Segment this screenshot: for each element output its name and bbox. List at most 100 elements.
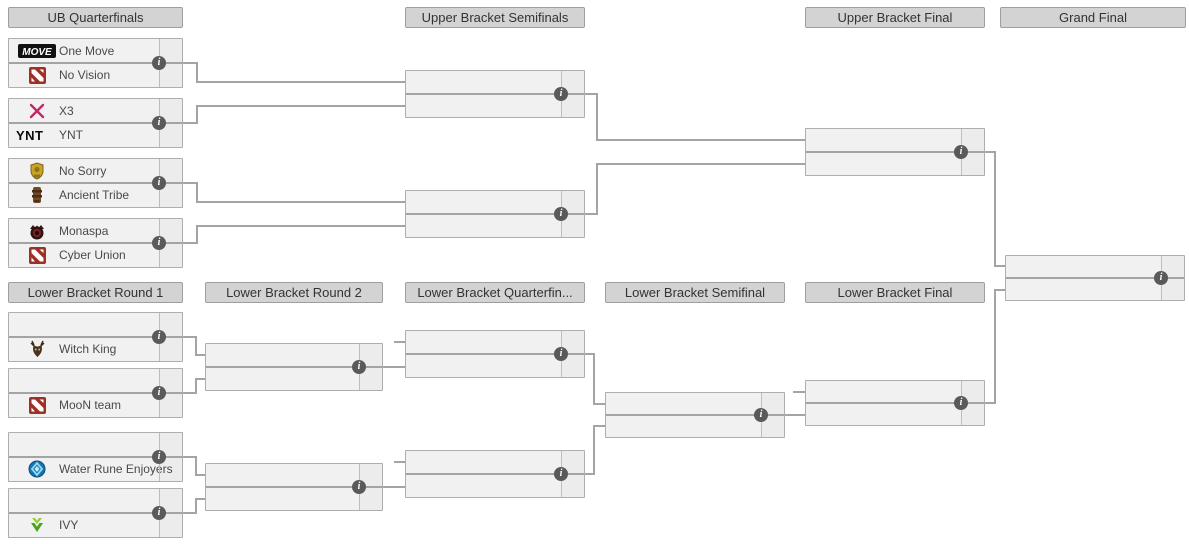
team-slot[interactable] bbox=[406, 191, 562, 214]
team-slot[interactable] bbox=[9, 489, 160, 513]
team-slot[interactable] bbox=[806, 403, 962, 425]
match-row-divider bbox=[406, 353, 584, 355]
team-slot[interactable] bbox=[406, 94, 562, 117]
info-icon[interactable]: i bbox=[754, 408, 768, 422]
info-icon[interactable]: i bbox=[152, 176, 166, 190]
match-lbr2a[interactable]: i bbox=[205, 343, 383, 391]
team-slot[interactable]: Water Rune Enjoyers bbox=[9, 457, 173, 481]
deer-logo-icon bbox=[15, 340, 59, 358]
info-icon[interactable]: i bbox=[152, 236, 166, 250]
team-slot[interactable]: No Vision bbox=[9, 63, 160, 87]
team-slot[interactable] bbox=[206, 367, 360, 390]
team-slot[interactable] bbox=[406, 474, 562, 497]
match-lbf[interactable]: i bbox=[805, 380, 985, 426]
info-icon[interactable]: i bbox=[352, 480, 366, 494]
team-slot[interactable] bbox=[9, 369, 160, 393]
info-icon[interactable]: i bbox=[152, 450, 166, 464]
round-header-ub-quarterfinals: UB Quarterfinals bbox=[8, 7, 183, 28]
crest-logo-icon bbox=[15, 162, 59, 180]
team-name: Monaspa bbox=[59, 224, 109, 238]
team-slot[interactable] bbox=[806, 381, 962, 403]
team-slot[interactable] bbox=[406, 331, 562, 354]
info-icon[interactable]: i bbox=[152, 116, 166, 130]
info-icon[interactable]: i bbox=[152, 330, 166, 344]
match-row-divider bbox=[1006, 277, 1184, 279]
info-icon[interactable]: i bbox=[954, 396, 968, 410]
info-icon[interactable]: i bbox=[352, 360, 366, 374]
team-slot[interactable]: Monaspa bbox=[9, 219, 160, 243]
info-icon[interactable]: i bbox=[554, 467, 568, 481]
match-lbr1a[interactable]: Witch King i bbox=[8, 312, 183, 362]
connector-line bbox=[183, 336, 205, 356]
team-slot[interactable] bbox=[406, 451, 562, 474]
match-lbr2b[interactable]: i bbox=[205, 463, 383, 511]
team-slot[interactable] bbox=[1006, 278, 1162, 300]
match-row-divider bbox=[9, 242, 182, 244]
match-row-divider bbox=[406, 213, 584, 215]
team-slot[interactable] bbox=[406, 71, 562, 94]
info-icon[interactable]: i bbox=[554, 87, 568, 101]
team-slot[interactable] bbox=[406, 354, 562, 377]
team-name: Water Rune Enjoyers bbox=[59, 462, 173, 476]
ynt-logo-icon: YNT bbox=[15, 128, 59, 143]
team-slot[interactable] bbox=[206, 487, 360, 510]
info-icon[interactable]: i bbox=[554, 347, 568, 361]
match-lbr1b[interactable]: MooN team i bbox=[8, 368, 183, 418]
team-name: MooN team bbox=[59, 398, 122, 412]
match-ubf[interactable]: i bbox=[805, 128, 985, 176]
team-slot[interactable] bbox=[206, 344, 360, 367]
dota-logo-icon bbox=[15, 66, 59, 84]
match-lbsf[interactable]: i bbox=[605, 392, 785, 438]
team-slot[interactable] bbox=[806, 129, 962, 152]
info-icon[interactable]: i bbox=[1154, 271, 1168, 285]
team-slot[interactable]: IVY bbox=[9, 513, 160, 537]
team-slot[interactable]: Cyber Union bbox=[9, 243, 160, 267]
team-slot[interactable]: X3 bbox=[9, 99, 160, 123]
team-slot[interactable] bbox=[406, 214, 562, 237]
x3-logo-icon bbox=[15, 103, 59, 119]
info-icon[interactable]: i bbox=[554, 207, 568, 221]
team-name: Witch King bbox=[59, 342, 117, 356]
team-slot[interactable] bbox=[1006, 256, 1162, 278]
match-ubsf2[interactable]: i bbox=[405, 190, 585, 238]
team-name: YNT bbox=[59, 128, 83, 142]
match-ubsf1[interactable]: i bbox=[405, 70, 585, 118]
info-icon[interactable]: i bbox=[954, 145, 968, 159]
team-slot[interactable] bbox=[206, 464, 360, 487]
match-lbqf1[interactable]: i bbox=[405, 330, 585, 378]
connector-line bbox=[585, 93, 805, 141]
team-slot[interactable] bbox=[606, 393, 762, 415]
team-slot[interactable] bbox=[9, 433, 160, 457]
svg-text:MOVE: MOVE bbox=[22, 47, 52, 58]
round-header-lower-bracket-quarterfinals: Lower Bracket Quarterfin... bbox=[405, 282, 585, 303]
team-slot[interactable]: No Sorry bbox=[9, 159, 160, 183]
info-icon[interactable]: i bbox=[152, 56, 166, 70]
match-row-divider bbox=[9, 392, 182, 394]
team-slot[interactable] bbox=[606, 415, 762, 437]
info-icon[interactable]: i bbox=[152, 506, 166, 520]
team-slot[interactable] bbox=[806, 152, 962, 175]
match-lbqf2[interactable]: i bbox=[405, 450, 585, 498]
team-slot[interactable] bbox=[9, 313, 160, 337]
round-header-lower-bracket-final: Lower Bracket Final bbox=[805, 282, 985, 303]
match-row-divider bbox=[9, 62, 182, 64]
match-row-divider bbox=[806, 402, 984, 404]
team-slot[interactable]: Ancient Tribe bbox=[9, 183, 160, 207]
match-gf[interactable]: i bbox=[1005, 255, 1185, 301]
ivy-logo-icon bbox=[15, 517, 59, 533]
team-name: No Sorry bbox=[59, 164, 107, 178]
team-slot[interactable]: MooN team bbox=[9, 393, 160, 417]
info-icon[interactable]: i bbox=[152, 386, 166, 400]
team-slot[interactable]: Witch King bbox=[9, 337, 160, 361]
bat-logo-icon bbox=[15, 223, 59, 240]
